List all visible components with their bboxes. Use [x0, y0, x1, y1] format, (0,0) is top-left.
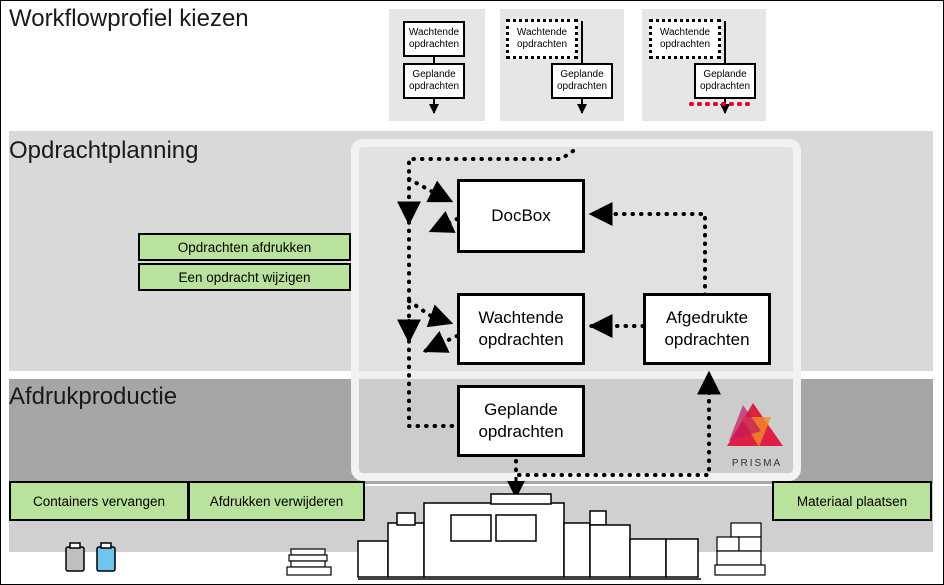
load-media-button[interactable]: Materiaal plaatsen	[772, 481, 932, 521]
profile1-scheduled-box: Geplande opdrachten	[403, 63, 465, 99]
printer-machine	[357, 493, 701, 580]
printed-jobs-box: Afgedrukte opdrachten	[643, 293, 771, 365]
planning-section-title: Opdrachtplanning	[9, 137, 199, 164]
replace-containers-button[interactable]: Containers vervangen	[9, 481, 189, 521]
paper-stack-left	[286, 548, 332, 576]
toner-containers	[65, 542, 116, 572]
edit-job-button[interactable]: Een opdracht wijzigen	[138, 263, 351, 291]
production-section-title: Afdrukproductie	[9, 383, 178, 410]
flow-panel	[351, 139, 801, 481]
remove-prints-button[interactable]: Afdrukken verwijderen	[188, 481, 365, 521]
profile2-waiting-box: Wachtende opdrachten	[506, 19, 578, 59]
profile3-scheduled-box: Geplande opdrachten	[694, 63, 756, 99]
profile2-scheduled-box: Geplande opdrachten	[551, 63, 613, 99]
profile1-waiting-box: Wachtende opdrachten	[403, 21, 465, 57]
docbox-box: DocBox	[457, 179, 585, 253]
flow-connectors	[397, 149, 721, 477]
prisma-wordmark: PRISMA	[731, 458, 783, 469]
profile-section-title: Workflowprofiel kiezen	[9, 5, 249, 32]
prisma-logo-icon	[727, 403, 783, 447]
profile3-waiting-box: Wachtende opdrachten	[649, 19, 721, 59]
scheduled-jobs-box: Geplande opdrachten	[457, 385, 585, 457]
waiting-jobs-box: Wachtende opdrachten	[457, 293, 585, 365]
print-jobs-button[interactable]: Opdrachten afdrukken	[138, 233, 351, 261]
paper-stack-right	[714, 522, 766, 576]
